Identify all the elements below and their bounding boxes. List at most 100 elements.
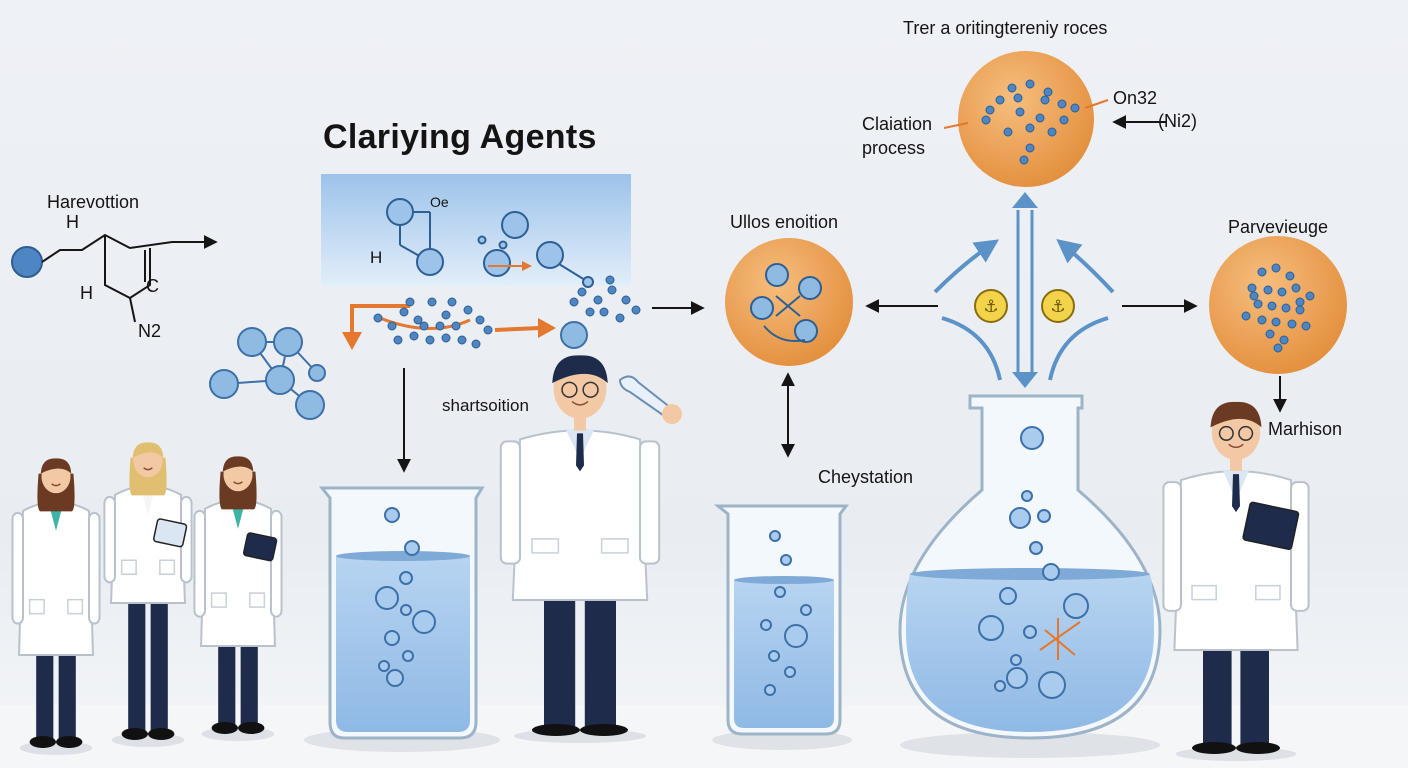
flow-arrows xyxy=(933,192,1115,388)
sphere-dot xyxy=(1007,83,1017,93)
particle-dot xyxy=(569,297,579,307)
bubble xyxy=(774,586,786,598)
bubble xyxy=(999,587,1017,605)
particle-dot xyxy=(447,297,457,307)
svg-text:⚓: ⚓ xyxy=(983,297,998,317)
sphere-dot xyxy=(1015,107,1025,117)
sphere-dot xyxy=(1295,297,1305,307)
sphere-ullos xyxy=(725,238,853,366)
sphere-dot xyxy=(1047,127,1057,137)
particle-dot xyxy=(607,285,617,295)
particle-dot xyxy=(599,307,609,317)
sphere-dot xyxy=(981,115,991,125)
bubble xyxy=(994,680,1006,692)
particle-dot xyxy=(621,295,631,305)
bubble xyxy=(404,540,420,556)
svg-text:⚓: ⚓ xyxy=(1050,297,1065,317)
sphere-parvevieuge xyxy=(1209,236,1347,374)
bubble xyxy=(978,615,1004,641)
scientist-figure xyxy=(499,355,661,743)
scientists xyxy=(11,355,1310,761)
beaker-icon-left xyxy=(304,486,500,752)
particle-dot xyxy=(441,333,451,343)
scientist-figure xyxy=(103,442,193,747)
bubble xyxy=(1038,671,1066,699)
sphere-dot xyxy=(1265,329,1275,339)
bubble xyxy=(1020,426,1044,450)
label-claiation: Claiation process xyxy=(862,114,933,158)
bubble xyxy=(378,660,390,672)
particle-bubble xyxy=(560,321,588,349)
label-ni2: (Ni2) xyxy=(1158,111,1197,131)
label-shartsoition: shartsoition xyxy=(442,396,529,415)
process-arrows xyxy=(397,115,1287,473)
bubble xyxy=(1009,507,1031,529)
label-harevottion: Harevottion xyxy=(47,192,140,212)
sphere-dot xyxy=(1267,301,1277,311)
particle-dot xyxy=(373,313,383,323)
label-on32: On32 xyxy=(1113,88,1158,108)
particle-dot xyxy=(393,335,403,345)
bubble xyxy=(760,619,772,631)
particle-dot xyxy=(413,315,423,325)
sphere-dot xyxy=(1003,127,1013,137)
bubble xyxy=(1021,490,1033,502)
label-ullos: Ullos enoition xyxy=(730,212,839,232)
particle-dot xyxy=(387,321,397,331)
particle-dot xyxy=(577,287,587,297)
bubble xyxy=(784,666,796,678)
particle-dot xyxy=(399,307,409,317)
beaker-icon-mid xyxy=(712,504,852,750)
anchor-coin-icon: ⚓ ⚓ xyxy=(974,289,1075,323)
sphere-dot xyxy=(1279,335,1289,345)
bubble xyxy=(399,571,413,585)
bubble xyxy=(375,586,399,610)
bubble xyxy=(400,604,412,616)
label-cheystation: Cheystation xyxy=(818,467,914,487)
sphere-dot xyxy=(985,105,995,115)
atom-h2: H xyxy=(80,283,93,303)
particle-dot xyxy=(419,321,429,331)
clipboard-icon xyxy=(1242,501,1300,550)
bubble xyxy=(780,554,792,566)
clipboard-icon xyxy=(243,532,278,562)
sphere-dot xyxy=(1305,291,1315,301)
bubble xyxy=(412,610,436,634)
scientist-figure xyxy=(11,458,101,755)
sphere-dot xyxy=(1253,299,1263,309)
atom-h1: H xyxy=(66,212,79,232)
bubble xyxy=(1010,654,1022,666)
particle-dot xyxy=(471,339,481,349)
bubble xyxy=(1029,541,1043,555)
bubble xyxy=(1023,625,1037,639)
bubble xyxy=(1042,563,1060,581)
particle-dot xyxy=(615,313,625,323)
sphere-dot xyxy=(1271,317,1281,327)
bubble xyxy=(384,630,400,646)
particle-dot xyxy=(425,335,435,345)
particle-dot xyxy=(631,305,641,315)
box-molecules xyxy=(386,198,594,288)
bubble xyxy=(1037,509,1051,523)
sphere-dot xyxy=(1301,321,1311,331)
particle-dot xyxy=(409,331,419,341)
bubble xyxy=(784,624,808,648)
bubble xyxy=(402,650,414,662)
sphere-dot xyxy=(1257,315,1267,325)
bubble xyxy=(1063,593,1089,619)
particles xyxy=(373,275,641,349)
sphere-dot xyxy=(1013,93,1023,103)
sphere-dot xyxy=(1057,99,1067,109)
particle-dot xyxy=(463,305,473,315)
sphere-dot xyxy=(1249,291,1259,301)
label-parvevieuge: Parvevieuge xyxy=(1228,217,1329,237)
particle-dot xyxy=(585,307,595,317)
sphere-dot xyxy=(1025,143,1035,153)
particle-dot xyxy=(457,335,467,345)
label-marhison: Marhison xyxy=(1268,419,1343,439)
sphere-dot xyxy=(1271,263,1281,273)
sphere-dot xyxy=(1025,79,1035,89)
bubble xyxy=(764,684,776,696)
sphere-dot xyxy=(1287,319,1297,329)
